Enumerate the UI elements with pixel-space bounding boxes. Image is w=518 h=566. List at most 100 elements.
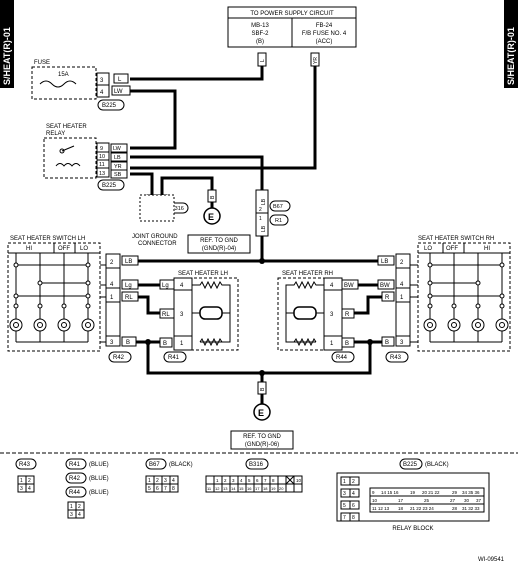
heater-lh-connector-r41: R41 bbox=[168, 355, 180, 361]
legend-b67-color: (BLACK) bbox=[169, 462, 193, 468]
heater-lh-pin-3: 3 bbox=[180, 312, 184, 318]
fuse-pin-4: 4 bbox=[100, 90, 104, 96]
side-tab-right-text: S/HEAT(R)-01 bbox=[506, 27, 516, 85]
legend-b225-pins bbox=[340, 476, 485, 522]
svg-text:31 32 33: 31 32 33 bbox=[462, 506, 480, 511]
svg-text:27: 27 bbox=[450, 498, 456, 503]
switch-lh-box bbox=[7, 242, 101, 352]
switch-rh-wire-b: B bbox=[385, 340, 389, 346]
heater-rh-pin-4: 4 bbox=[330, 283, 334, 289]
switch-rh-pin-1: 1 bbox=[400, 295, 404, 301]
switch-lh-wire-rl: RL bbox=[125, 295, 133, 301]
legend-relay-block-label: RELAY BLOCK bbox=[392, 526, 433, 532]
legend-r44-color: (BLUE) bbox=[89, 490, 109, 496]
legend-r42: R42 bbox=[69, 476, 81, 482]
heater-rh-elements bbox=[285, 280, 324, 347]
power-wire-right-label: YR bbox=[313, 57, 319, 64]
heater-rh-wire-b: B bbox=[345, 341, 349, 347]
svg-text:1: 1 bbox=[216, 478, 219, 483]
svg-text:4: 4 bbox=[78, 512, 81, 518]
gnd2-label-1: REF. TO GND bbox=[243, 434, 281, 440]
power-supply-title: TO POWER SUPPLY CIRCUIT bbox=[250, 11, 334, 17]
heater-rh-wire-bw: BW bbox=[344, 283, 354, 289]
switch-lh-col-off: OFF bbox=[58, 246, 70, 252]
fuse-rating: 15A bbox=[58, 72, 69, 78]
power-left-line1: MB-13 bbox=[251, 23, 269, 29]
fuse-wire-l: L bbox=[118, 77, 122, 83]
b67-label: B67 bbox=[273, 204, 283, 210]
svg-text:5: 5 bbox=[248, 478, 251, 483]
svg-text:11: 11 bbox=[207, 486, 212, 491]
svg-text:5: 5 bbox=[148, 486, 151, 492]
switch-lh-pin-4: 4 bbox=[110, 282, 114, 288]
legend-r41: R41 bbox=[69, 462, 81, 468]
switch-rh-wire-lb: LB bbox=[381, 259, 388, 265]
power-right-line1: FB-24 bbox=[316, 23, 333, 29]
relay-pin-13: 13 bbox=[99, 171, 105, 177]
switch-rh-label: SEAT HEATER SWITCH RH bbox=[418, 236, 494, 242]
heater-lh-pin-4: 4 bbox=[180, 283, 184, 289]
svg-text:17: 17 bbox=[255, 486, 260, 491]
relay-label-1: SEAT HEATER bbox=[46, 124, 87, 130]
switch-rh-pin-3: 3 bbox=[400, 340, 404, 346]
svg-text:14: 14 bbox=[231, 486, 236, 491]
svg-text:11 12 13: 11 12 13 bbox=[372, 506, 390, 511]
heater-lh-label: SEAT HEATER LH bbox=[178, 271, 228, 277]
heater-rh-pin-3: 3 bbox=[330, 312, 334, 318]
heater-lh-pin-1: 1 bbox=[180, 341, 184, 347]
svg-text:13: 13 bbox=[223, 486, 228, 491]
gnd1-label-1: REF. TO GND bbox=[200, 238, 238, 244]
legend-r41-pins bbox=[67, 501, 85, 519]
b67-pin-1: 1 bbox=[259, 216, 262, 222]
b67-pin-2: 2 bbox=[259, 207, 262, 213]
svg-text:34 35 36: 34 35 36 bbox=[462, 490, 480, 495]
svg-text:19: 19 bbox=[271, 486, 276, 491]
switch-lh-label: SEAT HEATER SWITCH LH bbox=[10, 236, 85, 242]
r1-label: R1 bbox=[275, 218, 282, 224]
relay-contact bbox=[61, 145, 75, 152]
legend-b225: B225 bbox=[403, 462, 418, 468]
svg-text:20 21 22: 20 21 22 bbox=[422, 490, 440, 495]
heater-lh-wire-lg: Lg bbox=[162, 283, 169, 289]
figure-code: WI-09541 bbox=[478, 557, 505, 563]
legend-r43: R43 bbox=[19, 462, 31, 468]
joint-label-1: JOINT GROUND bbox=[132, 234, 178, 240]
switch-lh-col-hi: HI bbox=[26, 246, 32, 252]
b67-wire-bottom: LB bbox=[261, 225, 267, 232]
switch-rh-lamps bbox=[423, 318, 509, 332]
svg-text:5: 5 bbox=[343, 503, 346, 509]
svg-text:18: 18 bbox=[398, 506, 404, 511]
switch-lh-connector-r42: R42 bbox=[113, 355, 125, 361]
legend-b225-color: (BLACK) bbox=[425, 462, 449, 468]
svg-text:10: 10 bbox=[296, 478, 302, 483]
svg-text:19: 19 bbox=[410, 490, 416, 495]
switch-rh-pin-4: 4 bbox=[400, 282, 404, 288]
svg-text:10: 10 bbox=[372, 498, 378, 503]
relay-pin-9: 9 bbox=[100, 146, 103, 152]
switch-rh-wire-r: R bbox=[385, 295, 390, 301]
svg-text:3: 3 bbox=[20, 486, 23, 492]
svg-text:16: 16 bbox=[247, 486, 252, 491]
relay-label-2: RELAY bbox=[46, 131, 65, 137]
joint-label-2: CONNECTOR bbox=[138, 241, 177, 247]
side-tab-left-text: S/HEAT(R)-01 bbox=[2, 27, 12, 85]
switch-rh-col-hi: HI bbox=[484, 246, 490, 252]
power-supply-box: TO POWER SUPPLY CIRCUIT MB-13 SBF-2 (B) … bbox=[227, 6, 357, 48]
svg-text:7: 7 bbox=[164, 486, 167, 492]
fuse-label: FUSE bbox=[34, 60, 50, 66]
svg-text:1: 1 bbox=[343, 479, 346, 485]
legend-b67-pins bbox=[145, 475, 179, 493]
svg-text:2: 2 bbox=[352, 479, 355, 485]
side-tab-right: S/HEAT(R)-01 bbox=[504, 0, 518, 88]
svg-text:1: 1 bbox=[148, 478, 151, 484]
relay-wire-lw: LW bbox=[113, 146, 122, 152]
relay-wire-lb: LB bbox=[114, 155, 121, 161]
svg-text:25: 25 bbox=[424, 498, 430, 503]
svg-text:8: 8 bbox=[352, 515, 355, 521]
fuse-box bbox=[31, 66, 97, 100]
switch-lh-pin-1: 1 bbox=[110, 295, 114, 301]
svg-text:3: 3 bbox=[164, 478, 167, 484]
legend-r43-pins bbox=[17, 475, 35, 493]
fuse-pin-3: 3 bbox=[100, 78, 104, 84]
svg-text:6: 6 bbox=[256, 478, 259, 483]
